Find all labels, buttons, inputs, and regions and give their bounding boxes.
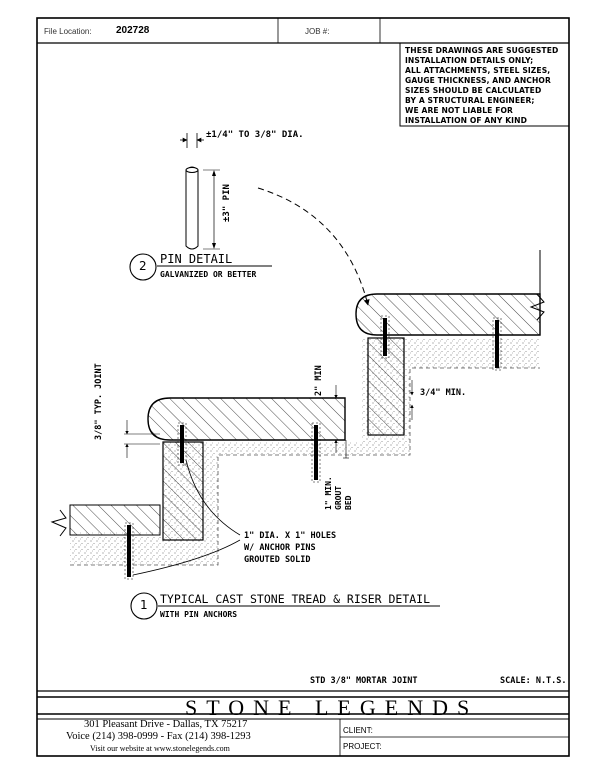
pin-diameter-label: ±1/4" TO 3/8" DIA.: [206, 130, 304, 140]
website-line: Visit our website at www.stonelegends.co…: [90, 744, 230, 753]
disclaimer-line: INSTALLATION DETAILS ONLY;: [405, 56, 534, 65]
disclaimer-line: GAUGE THICKNESS, AND ANCHOR: [405, 76, 551, 85]
grout-bed-line: GROUT: [334, 485, 343, 510]
holes-line: W/ ANCHOR PINS: [244, 543, 316, 553]
holes-line: GROUTED SOLID: [244, 555, 311, 565]
pin-dia-from: 1/4: [211, 130, 228, 140]
disclaimer-line: THESE DRAWINGS ARE SUGGESTED: [405, 46, 559, 55]
grout-bed-line: BED: [344, 495, 353, 510]
pin-detail-title: PIN DETAIL: [160, 252, 233, 266]
pin-dia-suffix: DIA.: [281, 130, 304, 140]
anchor-pins: [124, 315, 502, 580]
detail-2-circle: [129, 253, 157, 281]
brand-name: STONE LEGENDS: [185, 695, 479, 720]
two-min-callout: 2" MIN: [314, 365, 324, 396]
detail-2-number: 2: [139, 259, 147, 273]
disclaimer-box: [399, 42, 570, 127]
project-label: PROJECT:: [343, 742, 382, 751]
grout-bed-callout: 1" MIN. GROUT BED: [324, 476, 354, 510]
upper-tread: [355, 293, 541, 336]
disclaimer-line: WE ARE NOT LIABLE FOR: [405, 106, 513, 115]
lower-tread: [147, 397, 346, 441]
pin-dia-to: 3/8: [254, 130, 272, 140]
holes-line: 1" DIA. X 1" HOLES: [244, 531, 337, 541]
address-line: 301 Pleasant Drive - Dallas, TX 75217: [84, 719, 248, 730]
detail-1-circle: [130, 592, 158, 620]
disclaimer-line: INSTALLATION OF ANY KIND: [405, 116, 527, 125]
disclaimer-line: ALL ATTACHMENTS, STEEL SIZES,: [405, 66, 551, 75]
typ-joint-callout: 3/8" TYP. JOINT: [94, 363, 104, 440]
file-location-label: File Location:: [44, 27, 92, 36]
sheet-border: [36, 17, 570, 757]
disclaimer-note: THESE DRAWINGS ARE SUGGESTED INSTALLATIO…: [405, 46, 558, 126]
mortar-joint-note: STD 3/8" MORTAR JOINT: [310, 676, 418, 686]
pin-length-label: ±3" PIN: [222, 184, 232, 222]
file-location-value: 202728: [116, 25, 150, 36]
detail-1-number: 1: [140, 598, 148, 612]
main-detail-title: TYPICAL CAST STONE TREAD & RISER DETAIL: [160, 592, 431, 606]
job-number-label: JOB #:: [305, 27, 330, 36]
anchor-holes-callout: 1" DIA. X 1" HOLES W/ ANCHOR PINS GROUTE…: [244, 530, 336, 566]
scale-note: SCALE: N.T.S.: [500, 676, 567, 686]
client-label: CLIENT:: [343, 726, 373, 735]
phone-line: Voice (214) 398-0999 - Fax (214) 398-129…: [66, 731, 251, 742]
disclaimer-line: SIZES SHOULD BE CALCULATED: [405, 86, 542, 95]
pin-detail-subtitle: GALVANIZED OR BETTER: [160, 270, 257, 279]
main-detail-subtitle: WITH PIN ANCHORS: [160, 610, 238, 619]
disclaimer-line: BY A STRUCTURAL ENGINEER;: [405, 96, 535, 105]
three-quarter-min-callout: 3/4" MIN.: [420, 388, 467, 398]
grout-bed-line: 1" MIN.: [324, 476, 333, 510]
